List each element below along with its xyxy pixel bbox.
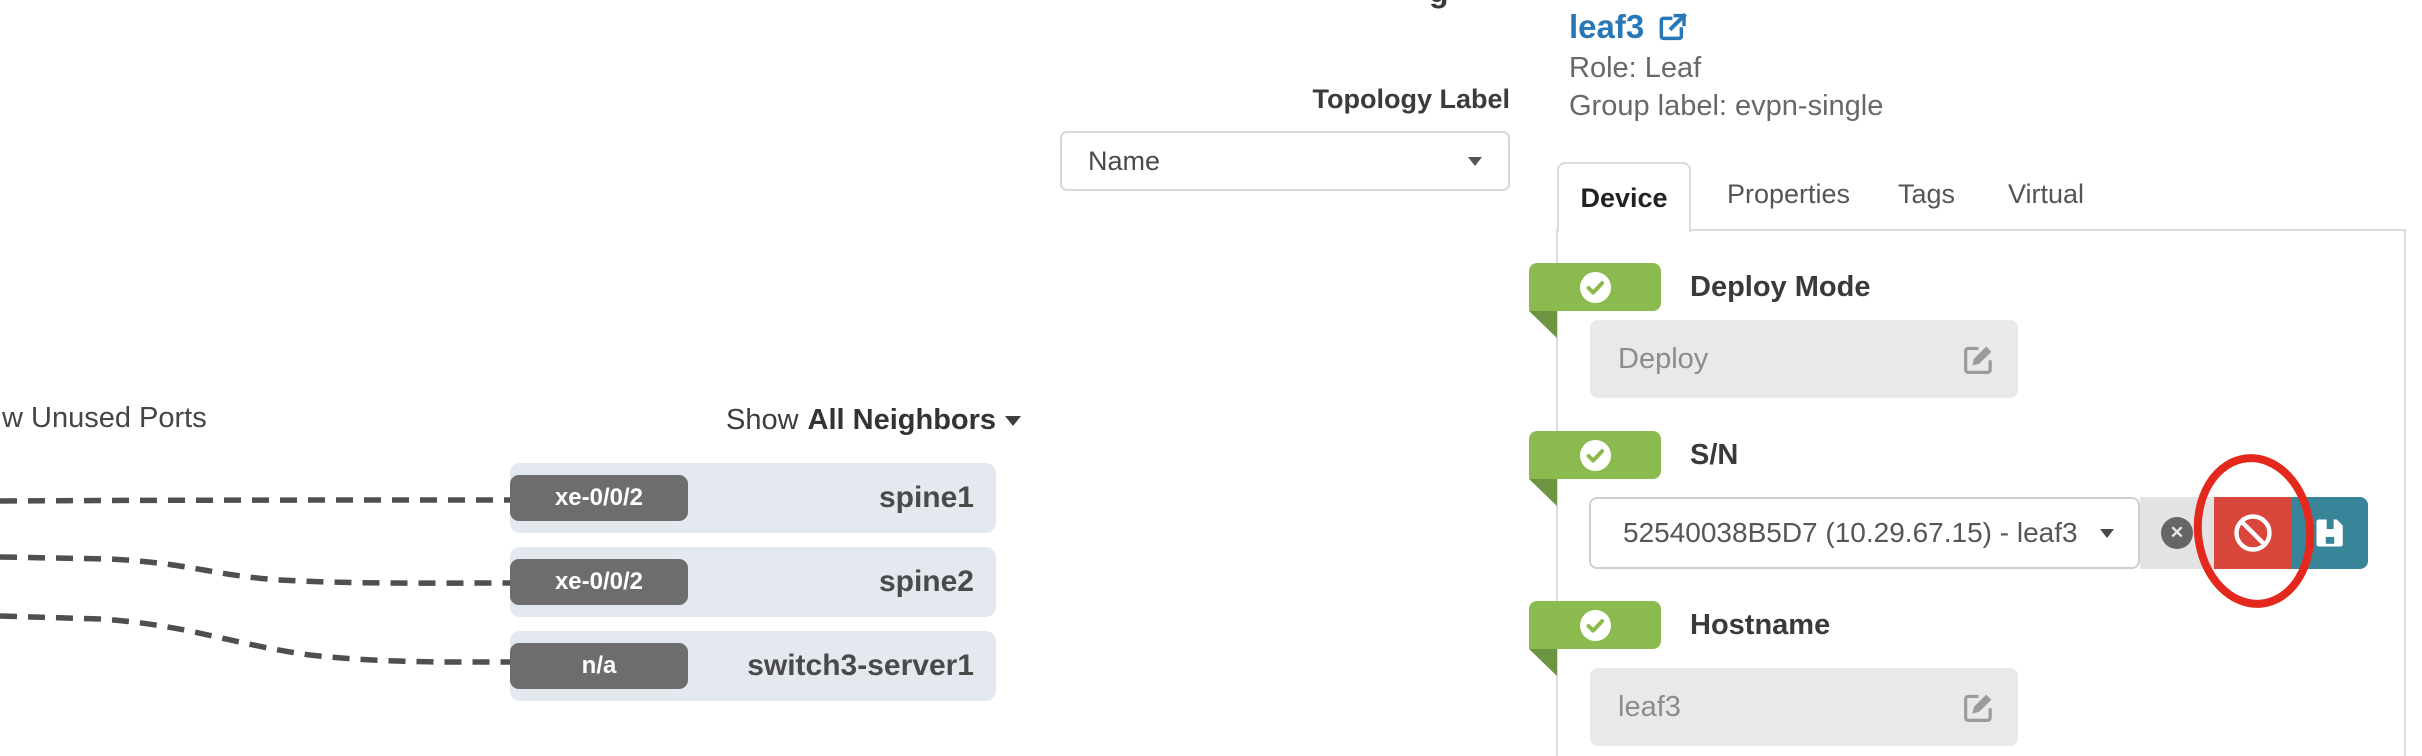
port-label: n/a <box>510 643 688 689</box>
badge-fold <box>1529 649 1557 676</box>
device-name: switch3-server1 <box>747 649 974 682</box>
device-title-link[interactable]: leaf3 <box>1569 8 1688 46</box>
check-circle-icon <box>1579 271 1612 304</box>
device-name: spine1 <box>878 481 974 514</box>
check-circle-icon <box>1579 439 1612 472</box>
neighbor-row[interactable]: n/a switch3-server1 <box>510 631 996 701</box>
show-neighbors-dropdown[interactable]: Show All Neighbors <box>726 404 1022 437</box>
decommission-button[interactable] <box>2214 497 2292 569</box>
badge-fold <box>1529 311 1557 338</box>
serial-status-badge <box>1529 431 1661 479</box>
serial-selected-value: 52540038B5D7 (10.29.67.15) - leaf3 <box>1623 517 2078 548</box>
ban-icon <box>2231 511 2275 555</box>
deploy-mode-status-badge <box>1529 263 1661 311</box>
show-neighbors-prefix: Show <box>726 404 799 436</box>
edit-icon[interactable] <box>1961 690 1996 725</box>
topology-label-selected: Name <box>1088 145 1161 176</box>
hostname-status-badge <box>1529 601 1661 649</box>
topology-links <box>0 497 511 665</box>
circle-x-icon: ✕ <box>2161 517 2193 549</box>
deploy-mode-field: Deploy <box>1590 320 2018 398</box>
chevron-down-icon <box>1005 415 1022 426</box>
port-label: xe-0/0/2 <box>510 559 688 605</box>
deploy-mode-title: Deploy Mode <box>1690 271 1871 303</box>
save-icon <box>2312 515 2348 551</box>
badge-fold <box>1529 479 1557 506</box>
chevron-down-icon <box>2100 528 2114 538</box>
topology-label-heading: Topology Label <box>1312 84 1511 114</box>
device-group-label: Group label: evpn-single <box>1569 90 1884 122</box>
chevron-down-icon <box>1468 156 1482 166</box>
show-unused-ports-link[interactable]: w Unused Ports <box>2 402 207 434</box>
check-circle-icon <box>1579 609 1612 642</box>
port-label: xe-0/0/2 <box>510 475 688 521</box>
topology-label-select[interactable]: Name <box>1060 131 1510 191</box>
tab-device[interactable]: Device <box>1557 162 1691 232</box>
hostname-field: leaf3 <box>1590 668 2018 746</box>
tab-virtual[interactable]: Virtual <box>2008 179 2085 209</box>
serial-control-group: 52540038B5D7 (10.29.67.15) - leaf3 ✕ <box>1589 497 2368 569</box>
external-link-icon <box>1656 11 1688 43</box>
tab-tags[interactable]: Tags <box>1898 179 1956 209</box>
device-name: spine2 <box>878 565 974 598</box>
hostname-title: Hostname <box>1690 609 1831 641</box>
clear-serial-button[interactable]: ✕ <box>2140 497 2214 569</box>
tab-properties[interactable]: Properties <box>1727 179 1851 209</box>
cut-off-glyph: g <box>1429 0 1469 11</box>
neighbor-row[interactable]: xe-0/0/2 spine1 <box>510 463 996 533</box>
neighbor-row[interactable]: xe-0/0/2 spine2 <box>510 547 996 617</box>
save-button[interactable] <box>2292 497 2368 569</box>
serial-select[interactable]: 52540038B5D7 (10.29.67.15) - leaf3 <box>1589 497 2140 569</box>
hostname-value: leaf3 <box>1618 690 1681 723</box>
edit-icon[interactable] <box>1961 342 1996 377</box>
device-title: leaf3 <box>1569 8 1645 45</box>
device-role: Role: Leaf <box>1569 52 1702 84</box>
deploy-mode-value: Deploy <box>1618 342 1709 375</box>
show-neighbors-value: All Neighbors <box>807 404 997 436</box>
serial-title: S/N <box>1690 439 1739 471</box>
